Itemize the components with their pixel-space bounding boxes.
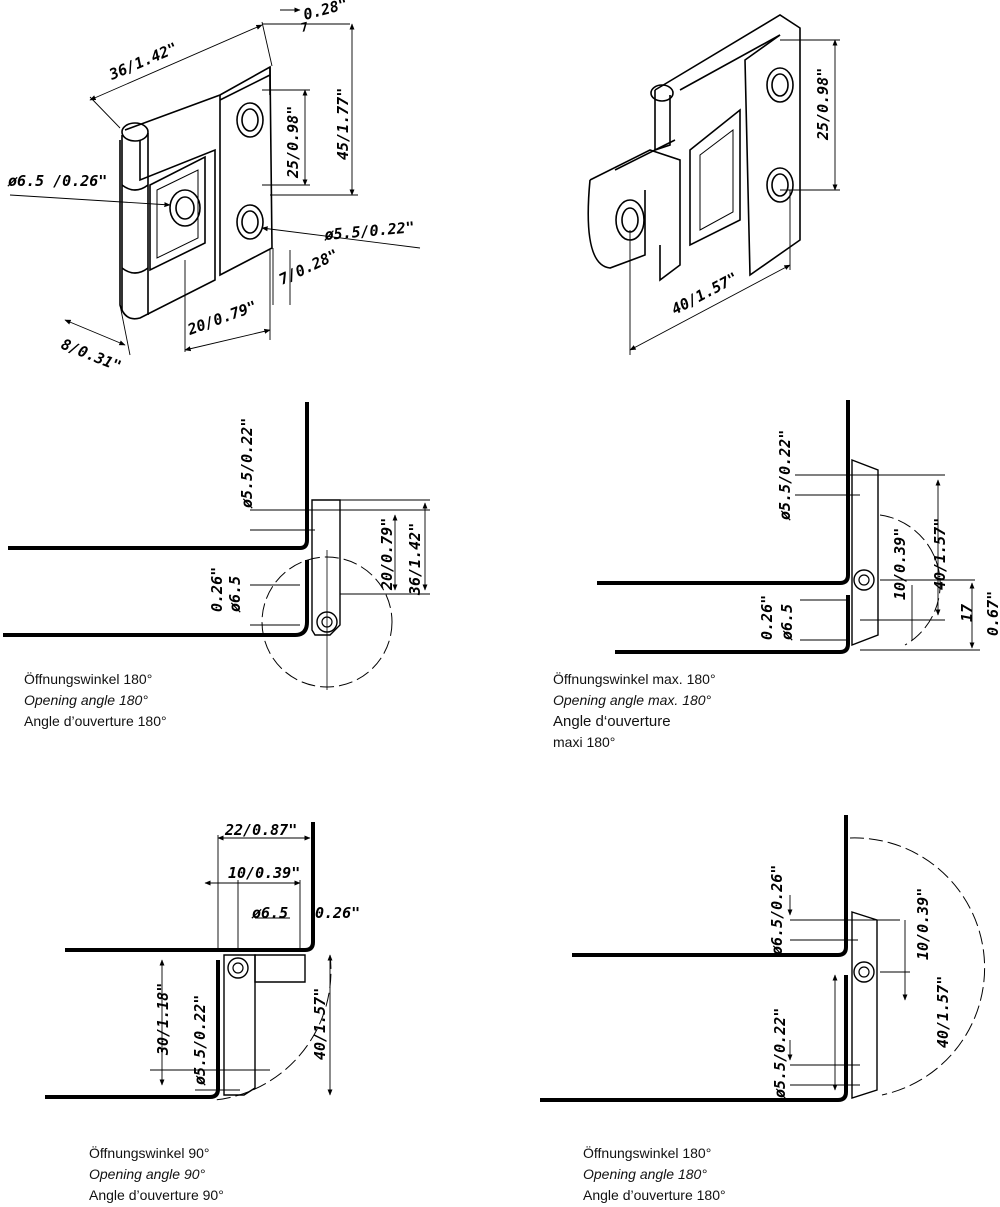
- caption-bottom-left: Öffnungswinkel 90° Opening angle 90° Ang…: [89, 1143, 224, 1206]
- iso-left-knuckle-label: 8/0.31": [59, 335, 124, 375]
- caption-top-right: Öffnungswinkel max. 180° Opening angle m…: [553, 669, 716, 753]
- caption-bottom-right: Öffnungswinkel 180° Opening angle 180° A…: [583, 1143, 726, 1206]
- caption-fr: Angle d’ouverture 90°: [89, 1187, 224, 1203]
- section-tr-dim-c: 17: [958, 604, 976, 622]
- iso-right-labels: 25/0.98" 40/1.57": [668, 68, 832, 319]
- section-tl-hole-large-in: 0.26": [208, 567, 226, 612]
- caption-fr: Angle d‘ouverture: [553, 713, 671, 730]
- section-tl-drawing: [3, 402, 430, 690]
- section-bl-top-width: 22/0.87": [224, 821, 297, 839]
- section-bl-length-a: 30/1.18": [154, 983, 172, 1056]
- iso-right-length-label: 40/1.57": [668, 269, 740, 319]
- caption-de: Öffnungswinkel 180°: [24, 671, 153, 687]
- iso-right-hole-spacing-label: 25/0.98": [814, 68, 832, 141]
- iso-left-height-label: 45/1.77": [334, 88, 352, 160]
- caption-de: Öffnungswinkel max. 180°: [553, 671, 716, 687]
- section-tl-labels: ø5.5/0.22" 0.26" ø6.5 20/0.79" 36/1.42": [208, 418, 424, 613]
- caption-en: Opening angle max. 180°: [553, 692, 712, 708]
- section-tr-hole-large-in: 0.26": [758, 595, 776, 640]
- section-tr-hole-small-label: ø5.5/0.22": [776, 430, 794, 521]
- caption-en: Opening angle 180°: [24, 692, 148, 708]
- section-bl-hole-large: ø6.5: [251, 904, 288, 922]
- section-tl-dim-a: 20/0.79": [378, 518, 396, 591]
- iso-left-thickness-label: 0.28": [301, 0, 349, 24]
- iso-left-hole-large-label: ø6.5 /0.26": [7, 172, 107, 190]
- section-br-hole-large: ø6.5/0.26": [768, 865, 786, 956]
- caption-de: Öffnungswinkel 180°: [583, 1145, 712, 1161]
- section-bl-length-b: 40/1.57": [311, 988, 329, 1060]
- section-tl-dim-b: 36/1.42": [406, 523, 424, 596]
- section-br-hole-small: ø5.5/0.22": [771, 1008, 789, 1099]
- section-tr-hole-large-mm: ø6.5: [778, 604, 796, 641]
- section-br-offset: 10/0.39": [914, 888, 932, 960]
- section-tr-dim-b: 40/1.57": [931, 518, 949, 590]
- caption-en: Opening angle 90°: [89, 1166, 206, 1182]
- section-bl-labels: 22/0.87" 10/0.39" ø6.5 0.26" 30/1.18" ø5…: [154, 821, 360, 1086]
- section-bl-hole-small: ø5.5/0.22": [191, 995, 209, 1086]
- iso-left-hinge: [119, 65, 273, 320]
- section-tl-hole-small-label: ø5.5/0.22": [238, 418, 256, 509]
- iso-left-leaf-width-label: 20/0.79": [184, 297, 259, 339]
- caption-en: Opening angle 180°: [583, 1166, 707, 1182]
- iso-left-labels: 36/1.42" 0.28" 7 45/1.77" 25/0.98" ø6.5 …: [7, 0, 415, 375]
- caption-fr: Angle d’ouverture 180°: [583, 1187, 726, 1203]
- iso-left-hole-small-label: ø5.5/0.22": [323, 218, 416, 244]
- caption-fr-cont: maxi 180°: [553, 734, 616, 750]
- section-bl-offset: 10/0.39": [228, 864, 300, 882]
- section-tr-dim-d: 0.67": [984, 591, 1000, 636]
- caption-fr: Angle d’ouverture 180°: [24, 713, 167, 729]
- iso-right-dimensions: [629, 39, 840, 355]
- section-tr-drawing: [597, 400, 980, 654]
- section-tr-dim-a: 10/0.39": [891, 528, 909, 600]
- iso-left-offset-label: 7/0.28": [276, 246, 341, 289]
- caption-de: Öffnungswinkel 90°: [89, 1145, 210, 1161]
- iso-left-hole-spacing-label: 25/0.98": [284, 106, 302, 179]
- section-br-drawing: [540, 815, 986, 1102]
- section-br-length: 40/1.57": [934, 976, 952, 1048]
- section-bl-drawing: [45, 822, 333, 1101]
- section-tr-labels: ø5.5/0.22" 0.26" ø6.5 10/0.39" 40/1.57" …: [758, 430, 1000, 641]
- section-br-labels: ø6.5/0.26" 10/0.39" 40/1.57" ø5.5/0.22": [768, 865, 952, 1099]
- iso-right-hinge: [587, 14, 801, 282]
- iso-left-thickness-mm: 7: [299, 19, 310, 35]
- section-bl-hole-large-in: 0.26": [315, 904, 360, 922]
- section-tl-hole-large-mm: ø6.5: [226, 576, 244, 613]
- caption-top-left: Öffnungswinkel 180° Opening angle 180° A…: [24, 669, 167, 732]
- iso-left-dimensions: [9, 7, 421, 356]
